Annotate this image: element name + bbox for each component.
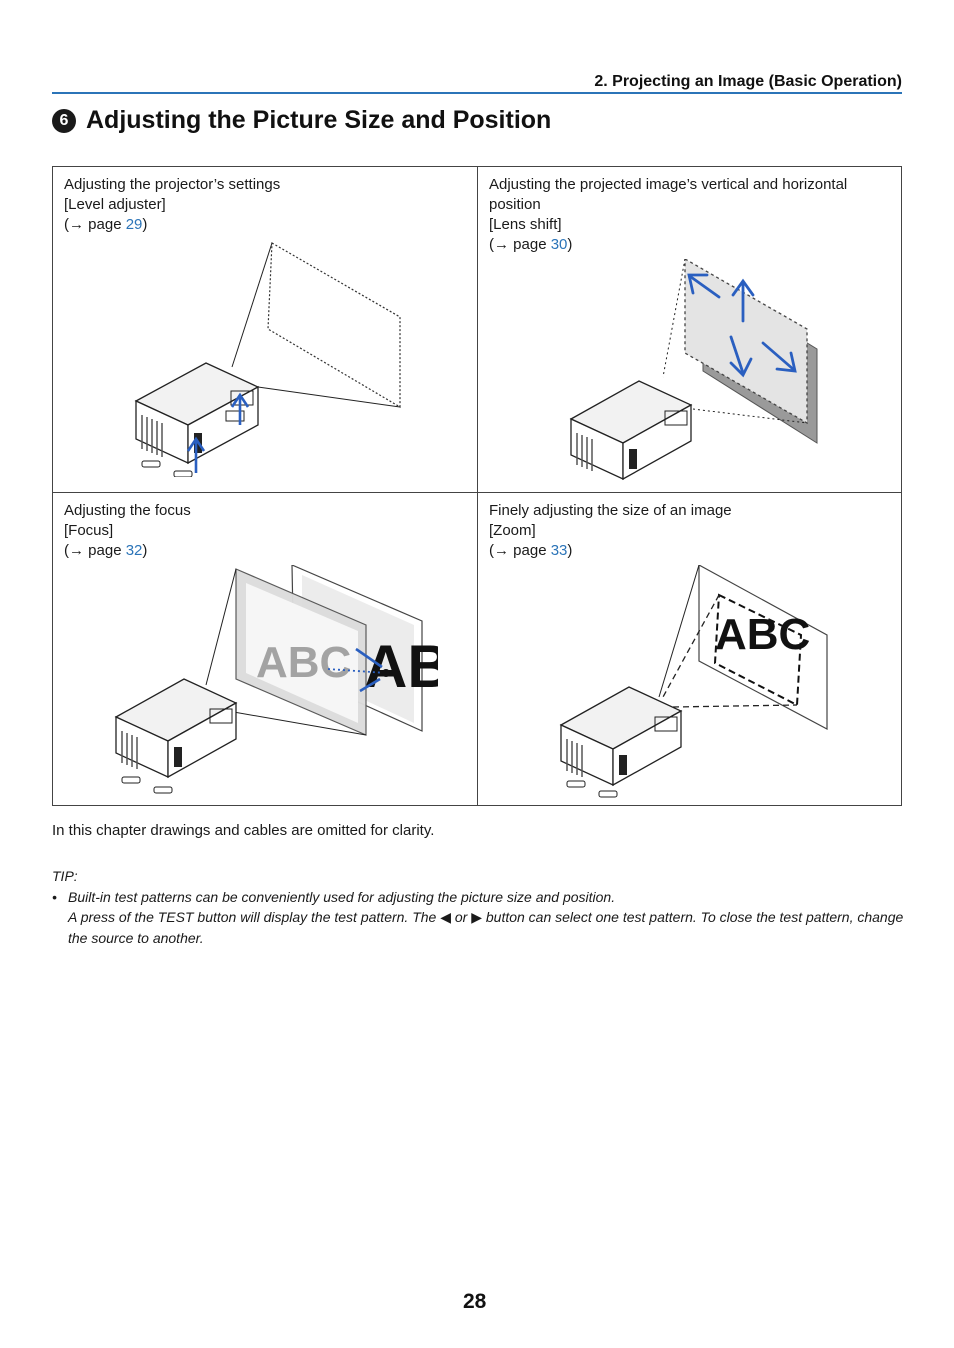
- page-link[interactable]: 33: [550, 542, 568, 559]
- tip-bullet-item: • Built-in test patterns can be convenie…: [52, 887, 904, 949]
- cell-caption: Adjusting the projector’s settings [Leve…: [64, 175, 467, 235]
- page-link[interactable]: 29: [125, 216, 143, 233]
- adjustment-grid: Adjusting the projector’s settings [Leve…: [52, 166, 902, 806]
- focus-cell: Adjusting the focus [Focus] (→ page 32) …: [53, 493, 478, 806]
- cell-feature-name: [Lens shift]: [489, 216, 562, 233]
- page-reference-prefix: (→ page: [489, 542, 551, 559]
- level-adjuster-illustration: [134, 241, 401, 477]
- cell-caption: Finely adjusting the size of an image [Z…: [489, 501, 892, 561]
- header-rule: [52, 92, 902, 94]
- page-reference: (→ page 32): [64, 541, 467, 561]
- tip-label: TIP:: [52, 868, 78, 884]
- page-number: 28: [463, 1290, 487, 1313]
- section-title-row: 6 Adjusting the Picture Size and Positio…: [52, 106, 551, 135]
- page-title: Adjusting the Picture Size and Position: [86, 106, 552, 134]
- zoom-test-pattern-text: ABC: [715, 610, 810, 659]
- cell-description: Adjusting the projector’s settings: [64, 176, 281, 193]
- page-reference: (→ page 30): [489, 235, 892, 255]
- page-reference: (→ page 33): [489, 541, 892, 561]
- page-reference-suffix: ): [567, 236, 573, 253]
- page-reference-suffix: ): [142, 216, 148, 233]
- omission-note: In this chapter drawings and cables are …: [52, 822, 435, 839]
- page-reference-prefix: (→ page: [64, 216, 126, 233]
- bullet-glyph: •: [52, 888, 57, 905]
- cell-description: Adjusting the focus: [64, 502, 191, 519]
- tip-line-2: A press of the TEST button will display …: [68, 909, 904, 946]
- cell-caption: Adjusting the focus [Focus] (→ page 32): [64, 501, 467, 561]
- cell-description: Finely adjusting the size of an image: [489, 502, 732, 519]
- blurred-test-pattern-text: ABC: [256, 638, 351, 687]
- cell-feature-name: [Level adjuster]: [64, 196, 166, 213]
- page-reference: (→ page 29): [64, 215, 467, 235]
- page-reference-suffix: ): [142, 542, 148, 559]
- cell-feature-name: [Zoom]: [489, 522, 536, 539]
- page-reference-suffix: ): [567, 542, 573, 559]
- focus-illustration: ABC ABC: [114, 565, 438, 794]
- tip-line-1: Built-in test patterns can be convenient…: [68, 888, 616, 905]
- page-link[interactable]: 30: [550, 236, 568, 253]
- zoom-illustration: ABC: [559, 565, 828, 798]
- focused-test-pattern-text: ABC: [364, 633, 438, 700]
- lens-shift-cell: Adjusting the projected image’s vertical…: [478, 167, 902, 493]
- level-adjuster-cell: Adjusting the projector’s settings [Leve…: [53, 167, 478, 493]
- chapter-header: 2. Projecting an Image (Basic Operation): [594, 73, 902, 90]
- page-reference-prefix: (→ page: [489, 236, 551, 253]
- step-number-badge: 6: [52, 108, 76, 133]
- cell-caption: Adjusting the projected image’s vertical…: [489, 175, 892, 255]
- page-link[interactable]: 32: [125, 542, 143, 559]
- zoom-cell: Finely adjusting the size of an image [Z…: [478, 493, 902, 806]
- tip-section: TIP: • Built-in test patterns can be con…: [52, 866, 904, 948]
- cell-feature-name: [Focus]: [64, 522, 114, 539]
- lens-shift-illustration: [569, 259, 818, 481]
- page-reference-prefix: (→ page: [64, 542, 126, 559]
- cell-description: Adjusting the projected image’s vertical…: [489, 176, 848, 213]
